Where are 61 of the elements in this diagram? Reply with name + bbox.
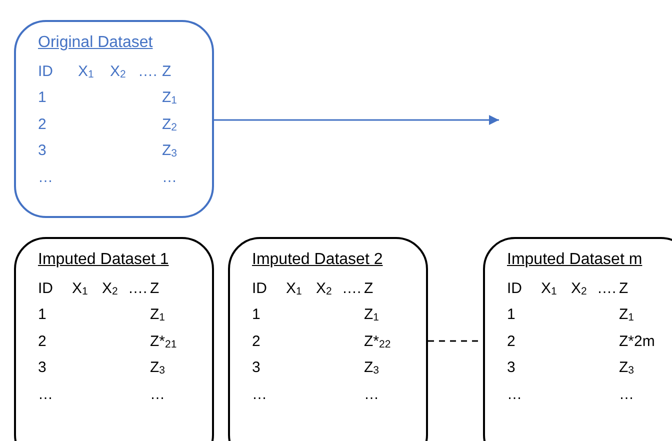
table-cell-text: 2	[507, 332, 516, 350]
column-header: Z	[619, 280, 630, 297]
dataset-card	[483, 237, 672, 441]
table-cell-text: Z*2m	[619, 332, 656, 350]
table-cell-text: …	[252, 386, 268, 403]
column-header: ID	[507, 280, 523, 297]
column-header: ….	[138, 62, 158, 80]
column-header: X$_{2}$	[110, 62, 127, 80]
table-cell-text: Z*$_{21}$	[150, 332, 178, 350]
table-cell-text: 1	[38, 89, 48, 106]
column-header: X$_{1}$	[72, 280, 89, 297]
arrow	[214, 115, 499, 125]
column-header: ….	[128, 280, 148, 297]
dataset-title: Imputed Dataset 1	[38, 251, 170, 269]
column-header: X$_{2}$	[316, 280, 333, 297]
table-cell-text: …	[619, 386, 635, 403]
table-cell-text: …	[38, 168, 54, 186]
column-header: Z	[364, 280, 374, 297]
column-header: ID	[252, 280, 268, 297]
column-header: ID	[38, 280, 54, 297]
table-cell-text: 1	[507, 306, 516, 324]
table-cell-text: 1	[38, 306, 48, 324]
table-cell-text: 3	[507, 359, 516, 376]
column-header: X$_{1}$	[78, 62, 95, 80]
table-cell-text: 2	[38, 332, 48, 350]
table-cell-text: …	[38, 386, 54, 403]
table-cell-text: …	[162, 168, 178, 186]
table-cell-text: …	[507, 386, 523, 403]
column-header: X$_{1}$	[286, 280, 303, 297]
column-header: Z	[150, 280, 160, 297]
dataset-title: Imputed Dataset m	[507, 251, 644, 269]
table-cell-text: …	[150, 386, 166, 403]
table-cell-text: Z$_{1}$	[150, 306, 166, 324]
column-header: X$_{2}$	[571, 280, 588, 297]
column-header: ….	[597, 280, 618, 297]
dataset-card	[14, 237, 214, 441]
table-cell-text: 2	[38, 116, 48, 133]
table-cell-text: Z$_{3}$	[619, 359, 636, 376]
table-cell-text: 1	[252, 306, 262, 324]
table-cell-text: Z*$_{22}$	[364, 332, 392, 350]
column-header: X$_{1}$	[541, 280, 558, 297]
table-cell-text: …	[364, 386, 380, 403]
table-cell-text: Z$_{2}$	[162, 116, 178, 133]
table-cell-text: Z$_{1}$	[364, 306, 380, 324]
table-cell-text: Z$_{3}$	[364, 359, 380, 376]
dataset-card	[228, 237, 428, 441]
column-header: ….	[342, 280, 362, 297]
table-cell-text: Z$_{3}$	[162, 142, 178, 160]
dataset-card	[14, 20, 214, 218]
table-cell-text: Z$_{1}$	[619, 306, 636, 324]
table-cell-text: 3	[252, 359, 262, 376]
table-cell-text: Z$_{1}$	[162, 89, 178, 106]
dataset-title: Original Dataset	[38, 34, 154, 52]
column-header: ID	[38, 62, 54, 80]
table-cell-text: 3	[38, 142, 48, 160]
column-header: Z	[162, 62, 172, 80]
table-cell-text: Z$_{3}$	[150, 359, 166, 376]
table-cell-text: 2	[252, 332, 262, 350]
table-cell-text: 3	[38, 359, 48, 376]
column-header: X$_{2}$	[102, 280, 119, 297]
dataset-title: Imputed Dataset 2	[252, 251, 384, 269]
